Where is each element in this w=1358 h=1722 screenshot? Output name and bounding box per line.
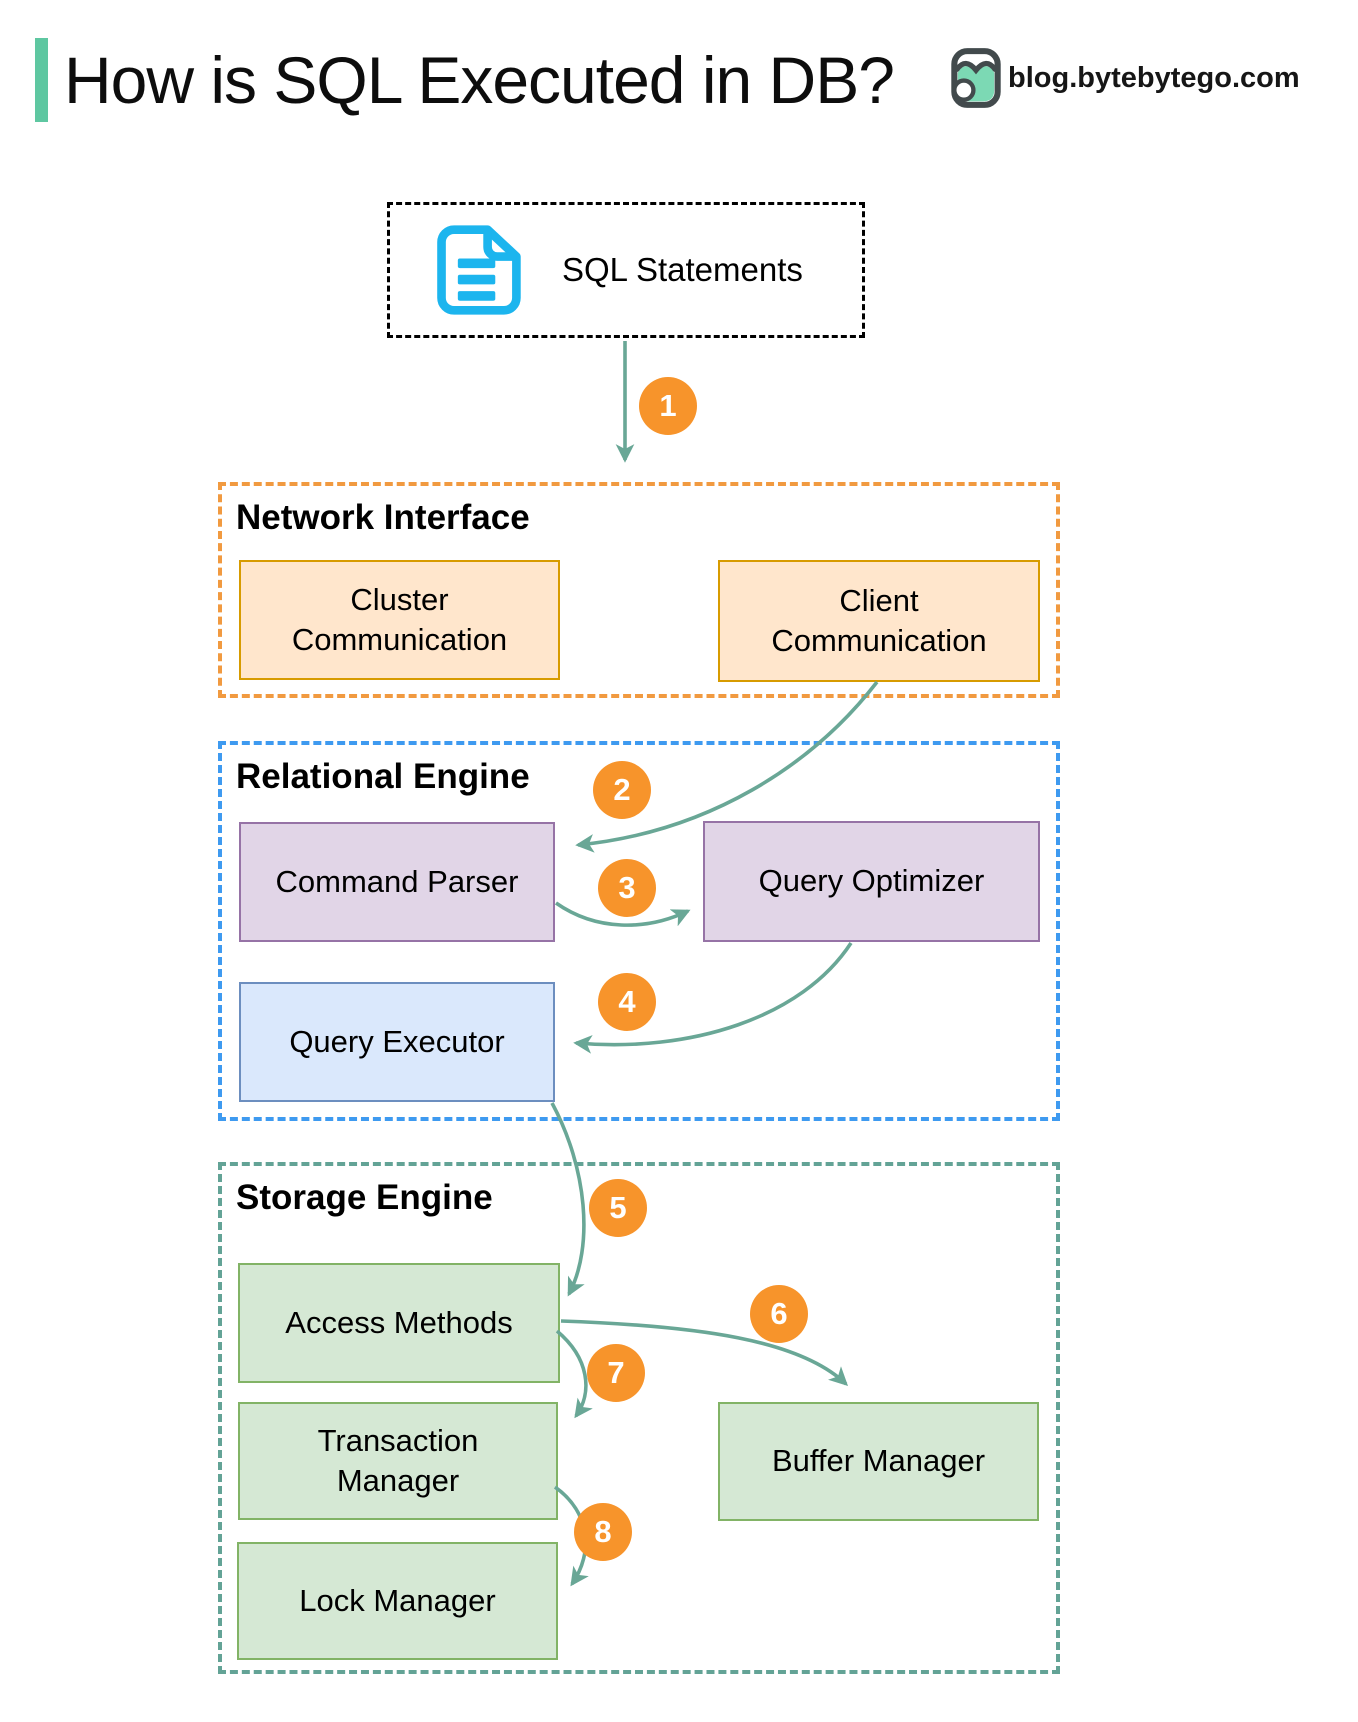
storage-engine-title: Storage Engine <box>236 1178 493 1217</box>
step-badge-6: 6 <box>750 1285 808 1343</box>
site-url-label: blog.bytebytego.com <box>1008 61 1300 94</box>
step-badge-2: 2 <box>593 761 651 819</box>
brand: blog.bytebytego.com <box>950 46 1300 110</box>
transaction-manager-node: Transaction Manager <box>238 1402 558 1520</box>
step-badge-3: 3 <box>598 859 656 917</box>
lock-manager-node: Lock Manager <box>237 1542 558 1660</box>
query-optimizer-node: Query Optimizer <box>703 821 1040 942</box>
title-accent-bar <box>35 38 48 122</box>
step-badge-8: 8 <box>574 1503 632 1561</box>
sql-statements-box: SQL Statements <box>387 202 865 338</box>
step-badge-5: 5 <box>589 1179 647 1237</box>
relational-engine-title: Relational Engine <box>236 757 530 796</box>
step-badge-4: 4 <box>598 973 656 1031</box>
network-interface-title: Network Interface <box>236 498 530 537</box>
sql-document-icon <box>437 225 521 315</box>
buffer-manager-node: Buffer Manager <box>718 1402 1039 1521</box>
page-title: How is SQL Executed in DB? <box>64 43 895 117</box>
bytebytego-owl-logo-icon <box>951 48 1001 108</box>
step-badge-1: 1 <box>639 377 697 435</box>
access-methods-node: Access Methods <box>238 1263 560 1383</box>
cluster-communication-node: Cluster Communication <box>239 560 560 680</box>
sql-statements-label: SQL Statements <box>562 251 803 288</box>
query-executor-node: Query Executor <box>239 982 555 1102</box>
storage-engine-section: Storage Engine <box>218 1162 1060 1674</box>
client-communication-node: Client Communication <box>718 560 1040 682</box>
step-badge-7: 7 <box>587 1344 645 1402</box>
command-parser-node: Command Parser <box>239 822 555 942</box>
relational-engine-section: Relational Engine <box>218 741 1060 1121</box>
